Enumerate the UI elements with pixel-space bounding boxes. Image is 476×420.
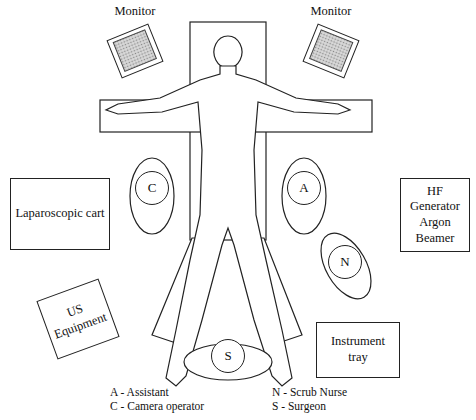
monitor: Monitor [296,4,366,79]
staff-circle: C [135,171,169,205]
node-label: Monitor [296,4,366,19]
node-label: HF Generator Argon Beamer [405,184,465,247]
node-label: Laparoscopic cart [15,206,104,222]
staff-circle: S [211,339,245,373]
staff-letter: N [340,254,349,270]
staff-letter: A [299,180,308,196]
monitor: Monitor [100,4,170,79]
staff-letter: S [224,348,231,364]
key-text: A - Assistant [110,386,169,398]
staff-circle: N [328,245,362,279]
node-label: Instrument tray [321,334,395,365]
node-label: US Equipment [46,295,109,344]
key-text: N - Scrub Nurse [272,386,347,398]
equipment-box: Instrument tray [316,322,400,378]
staff-circle: A [287,171,321,205]
equipment-box: US Equipment [36,279,119,360]
key-text: S - Surgeon [272,400,326,412]
node-label: Monitor [100,4,170,19]
key-text: C - Camera operator [110,400,204,412]
monitor-screen [100,19,170,79]
equipment-box: Laparoscopic cart [10,178,110,250]
monitor-screen [296,19,366,79]
staff-letter: C [148,180,157,196]
equipment-box: HF Generator Argon Beamer [400,178,470,252]
